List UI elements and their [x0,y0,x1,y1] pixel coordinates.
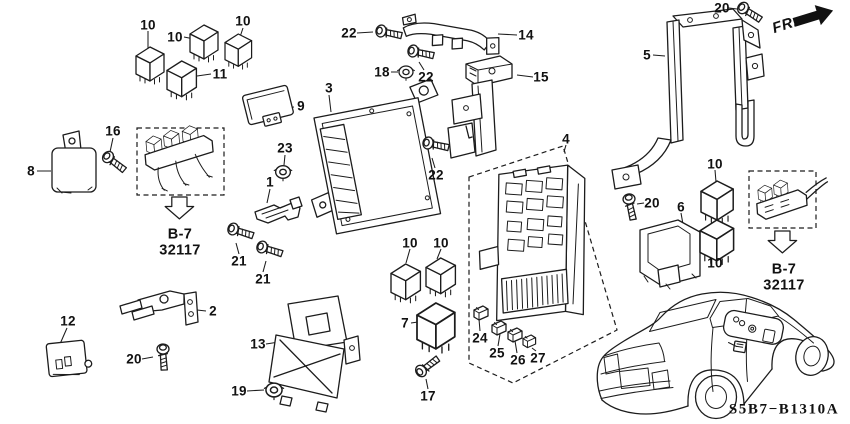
part-20-screw-c [621,192,640,222]
callout-bracket-2: 2 [209,303,217,319]
harness-ref-left-line2: 32117 [159,242,201,258]
callout-relay-10-d: 10 [402,235,418,251]
callout-bracket-5: 5 [643,47,651,63]
callout-bracket-1: 1 [266,174,274,190]
callout-bolt-22-a: 22 [341,25,357,41]
callout-screw-17: 17 [420,388,436,404]
part-15-support [447,79,497,159]
part-12-module [45,339,93,378]
callout-module-13: 13 [250,336,266,352]
part-10-relay-d [390,263,422,304]
part-23-nut [273,165,293,182]
callout-relay-10-b: 10 [167,29,183,45]
part-24-fuse [473,305,489,321]
callout-module-12: 12 [60,313,76,329]
callout-fuse-26: 26 [510,352,526,368]
callout-nut-18: 18 [374,64,390,80]
part-10-relay-b [189,24,219,63]
part-10-relay-e [425,257,457,298]
callout-holder-6: 6 [677,199,685,215]
harness-connector-sketch-right [748,170,829,229]
part-3-ecu [310,78,442,235]
fuse-box-region-outline [468,145,618,384]
part-5-bracket [611,8,765,190]
harness-ref-left-line1: B-7 [167,226,193,243]
callout-relay-7: 7 [401,315,409,331]
part-18-nut [396,65,416,82]
diagram-code: S5B7−B1310A [728,401,840,418]
part-15-bracket [465,55,513,87]
callout-relay-unit-8: 8 [27,163,35,179]
callout-nut-23: 23 [277,140,293,156]
callout-bracket-15: 15 [533,69,549,85]
callout-fuse-27: 27 [530,350,546,366]
part-11-relay [166,60,198,101]
leader-lines [37,7,738,392]
down-arrow-icon-left [164,196,195,220]
part-16-screw [99,148,129,176]
callout-screw-20-b: 20 [714,0,730,16]
callout-relay-10-a: 10 [140,17,156,33]
part-14-bracket [401,13,500,55]
part-21-bolt-a [225,221,256,243]
callout-module-9: 9 [297,98,305,114]
callout-bolt-21-b: 21 [255,271,271,287]
car-location-illustration [596,291,835,420]
part-6-holder [639,219,701,290]
part-10-relay-f [700,180,734,225]
callout-relay-10-c: 10 [235,13,251,29]
part-27-fuse [522,334,537,349]
part-4-fuse-box [478,164,586,322]
fr-arrow-icon [792,5,834,27]
callout-relay-10-g: 10 [707,255,723,271]
harness-connector-sketch-left [136,124,225,196]
part-21-bolt-b [254,239,285,261]
part-22-bolt-a [374,23,404,43]
callout-fuse-24: 24 [472,330,488,346]
part-20-screw-b [734,0,765,26]
part-17-screw [412,353,443,380]
callout-screw-20-a: 20 [126,351,142,367]
part-13-module [268,295,361,413]
harness-ref-right: B-7 32117 [763,262,805,293]
harness-ref-right-line1: B-7 [771,261,797,278]
part-7-relay [416,302,456,354]
callout-screw-20-c: 20 [644,195,660,211]
part-20-screw-a [156,343,171,371]
part-9-module [241,84,294,127]
callout-bolt-22-c: 22 [428,167,444,183]
part-26-fuse [507,327,523,343]
part-1-bracket [254,196,303,224]
callout-screw-16: 16 [105,123,121,139]
callout-bolt-21-a: 21 [231,253,247,269]
callout-ecu-3: 3 [325,80,333,96]
part-25-fuse [491,320,507,336]
callout-bracket-14: 14 [518,27,534,43]
part-22-bolt-b [406,43,436,63]
part-2-bracket [119,290,199,326]
down-arrow-icon-right [767,230,798,254]
callout-relay-11: 11 [212,66,228,82]
part-10-relay-c [224,33,253,70]
part-19-nut [263,382,285,401]
callout-relay-10-f: 10 [707,156,723,172]
callout-nut-19: 19 [231,383,247,399]
callout-relay-10-e: 10 [433,235,449,251]
callout-fuse-25: 25 [489,345,505,361]
car-control-unit-location [722,309,785,345]
part-8-relay-unit [51,130,97,194]
part-10-relay-a [135,46,165,85]
harness-ref-left: B-7 32117 [159,227,201,258]
callout-bolt-22-b: 22 [418,69,434,85]
harness-ref-right-line2: 32117 [763,277,805,293]
callout-fuse-box-4: 4 [562,131,570,147]
